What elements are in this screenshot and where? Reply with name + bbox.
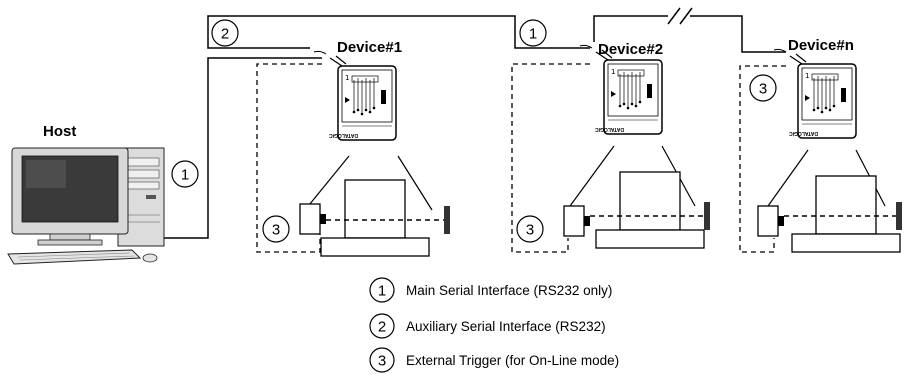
device-1-photocell-icon [299, 203, 327, 235]
device-1-reflector [444, 206, 450, 234]
device-1-trigger-line [256, 63, 322, 253]
device-n-label: Device#n [788, 37, 854, 54]
device-n-scanner-icon [773, 48, 857, 139]
svg-text:1: 1 [378, 283, 386, 300]
svg-text:3: 3 [378, 353, 386, 370]
device-2-photocell-icon [563, 205, 591, 237]
main-serial-lines [164, 7, 786, 239]
svg-text:3: 3 [759, 81, 767, 98]
device-1-conveyor [320, 179, 430, 257]
legend-item-2: 2 Auxiliary Serial Interface (RS232) [369, 313, 606, 339]
legend-text-3: External Trigger (for On-Line mode) [406, 353, 619, 368]
host-label: Host [43, 123, 76, 140]
device-1-label: Device#1 [337, 39, 402, 56]
device-n-brand: DATALOGIC [789, 130, 818, 136]
device-2-trigger-line [511, 63, 590, 253]
marker-3-device2: 3 [516, 215, 544, 243]
device-n-photocell-icon [757, 205, 785, 237]
legend-item-1: 1 Main Serial Interface (RS232 only) [369, 277, 612, 303]
device-2-reflector [704, 202, 710, 230]
device-2-scanner-icon [579, 44, 663, 135]
legend-text-2: Auxiliary Serial Interface (RS232) [406, 319, 606, 334]
legend-text-1: Main Serial Interface (RS232 only) [406, 283, 612, 298]
svg-text:1: 1 [181, 167, 189, 184]
device-2-label: Device#2 [598, 41, 663, 58]
legend-item-3: 3 External Trigger (for On-Line mode) [369, 347, 619, 373]
marker-1-device2: 1 [519, 19, 547, 47]
device-1-brand: DATALOGIC [329, 132, 358, 138]
svg-text:2: 2 [378, 319, 386, 336]
host-computer-icon [7, 147, 165, 265]
device-2-brand: DATALOGIC [595, 126, 624, 132]
svg-text:1: 1 [529, 26, 537, 43]
legend: 1 Main Serial Interface (RS232 only) 2 A… [369, 277, 619, 373]
device-2-conveyor [595, 171, 705, 249]
svg-text:2: 2 [221, 26, 229, 43]
marker-2-aux: 2 [211, 19, 239, 47]
device-1-scanner-icon [313, 50, 397, 141]
device-n-conveyor [791, 175, 901, 253]
device-n-reflector [896, 202, 902, 230]
marker-1-host: 1 [171, 160, 199, 188]
svg-text:3: 3 [272, 222, 280, 239]
marker-3-devicen: 3 [749, 74, 777, 102]
device-n-trigger-line [739, 65, 786, 253]
marker-3-device1: 3 [262, 215, 290, 243]
svg-text:3: 3 [526, 222, 534, 239]
